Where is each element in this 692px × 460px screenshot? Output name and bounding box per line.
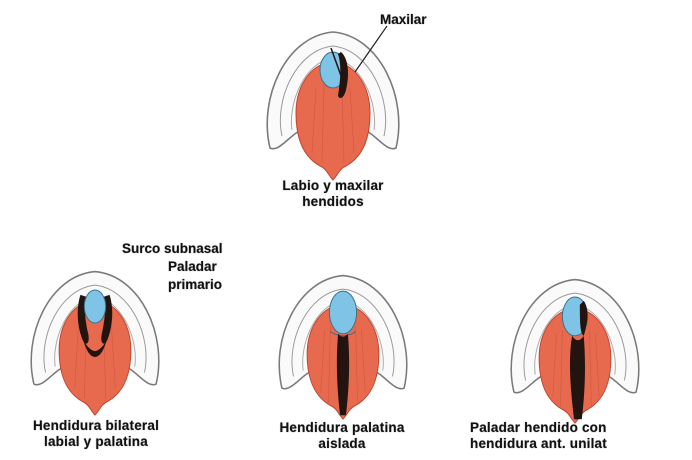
figure-bottom-right (500, 266, 650, 426)
caption-bottom-left-line2: labial y palatina (8, 434, 184, 450)
annotation-surco-subnasal: Surco subnasal (122, 241, 223, 257)
caption-bottom-middle-line1: Hendidura palatina (244, 420, 440, 436)
annotation-paladar: Paladar (168, 259, 217, 275)
caption-bottom-right-line2: hendidura ant. unilat (470, 436, 692, 452)
palate-illustration-bottom-left (20, 258, 170, 418)
palate-illustration-bottom-right (500, 266, 650, 426)
maxilar-pointer-line (345, 22, 395, 77)
caption-bottom-left-line1: Hendidura bilateral (8, 418, 184, 434)
figure-bottom-middle (268, 262, 418, 422)
annotation-maxilar: Maxilar (380, 12, 427, 28)
palate-illustration-bottom-middle (268, 262, 418, 422)
caption-top-line1: Labio y maxilar (258, 178, 408, 194)
caption-top: Labio y maxilar hendidos (258, 178, 408, 210)
figure-bottom-left (20, 258, 170, 418)
caption-bottom-right-line1: Paladar hendido con (470, 420, 692, 436)
caption-top-line2: hendidos (258, 194, 408, 210)
caption-bottom-right: Paladar hendido con hendidura ant. unila… (470, 420, 692, 452)
annotation-primario: primario (168, 277, 222, 293)
caption-bottom-middle-line2: aislada (244, 436, 440, 452)
caption-bottom-middle: Hendidura palatina aislada (244, 420, 440, 452)
caption-bottom-left: Hendidura bilateral labial y palatina (8, 418, 184, 450)
